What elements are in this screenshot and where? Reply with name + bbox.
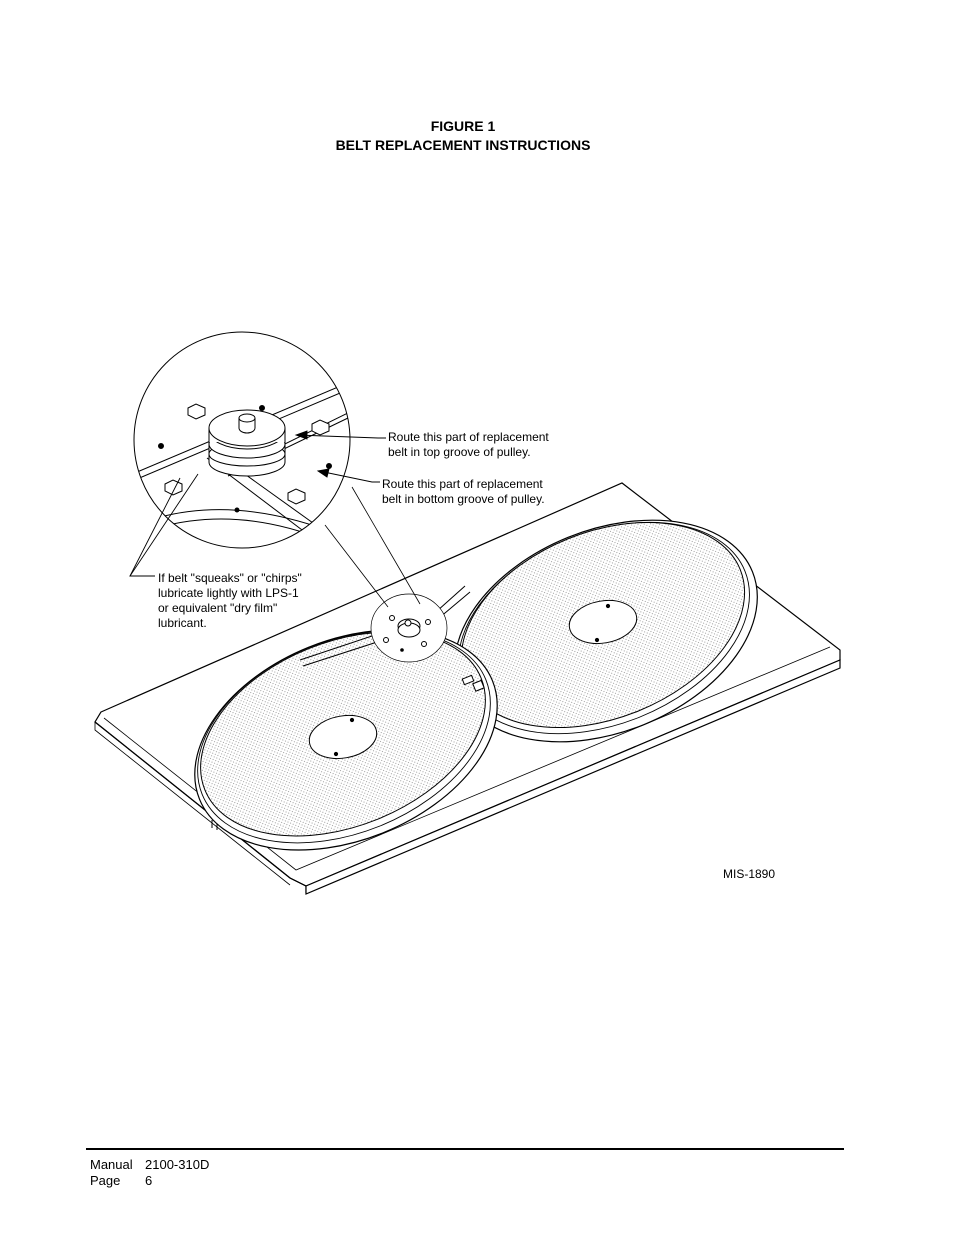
page-label: Page xyxy=(90,1173,121,1188)
callout-lubrication: If belt "squeaks" or "chirps" lubricate … xyxy=(158,571,302,630)
figure-caption: BELT REPLACEMENT INSTRUCTIONS xyxy=(335,137,591,153)
callout-leaders xyxy=(129,430,386,577)
manual-number: 2100-310D xyxy=(145,1157,210,1172)
left-wheel xyxy=(194,629,498,851)
callout-top-groove: Route this part of replacement belt in t… xyxy=(388,430,549,459)
footer-divider xyxy=(86,1148,844,1150)
page-number: 6 xyxy=(145,1173,153,1188)
right-wheel xyxy=(454,519,758,743)
callout-bottom-groove: Route this part of replacement belt in b… xyxy=(382,477,545,506)
pulley-detail xyxy=(370,593,485,692)
zoom-detail xyxy=(133,331,351,549)
figure-code: MIS-1890 xyxy=(723,867,776,881)
figure-number: FIGURE 1 xyxy=(430,118,496,134)
footer-page: Page 6 xyxy=(90,1173,152,1189)
manual-label: Manual xyxy=(90,1157,133,1172)
zoom-leaders xyxy=(324,486,421,608)
footer-manual: Manual 2100-310D xyxy=(90,1157,209,1173)
